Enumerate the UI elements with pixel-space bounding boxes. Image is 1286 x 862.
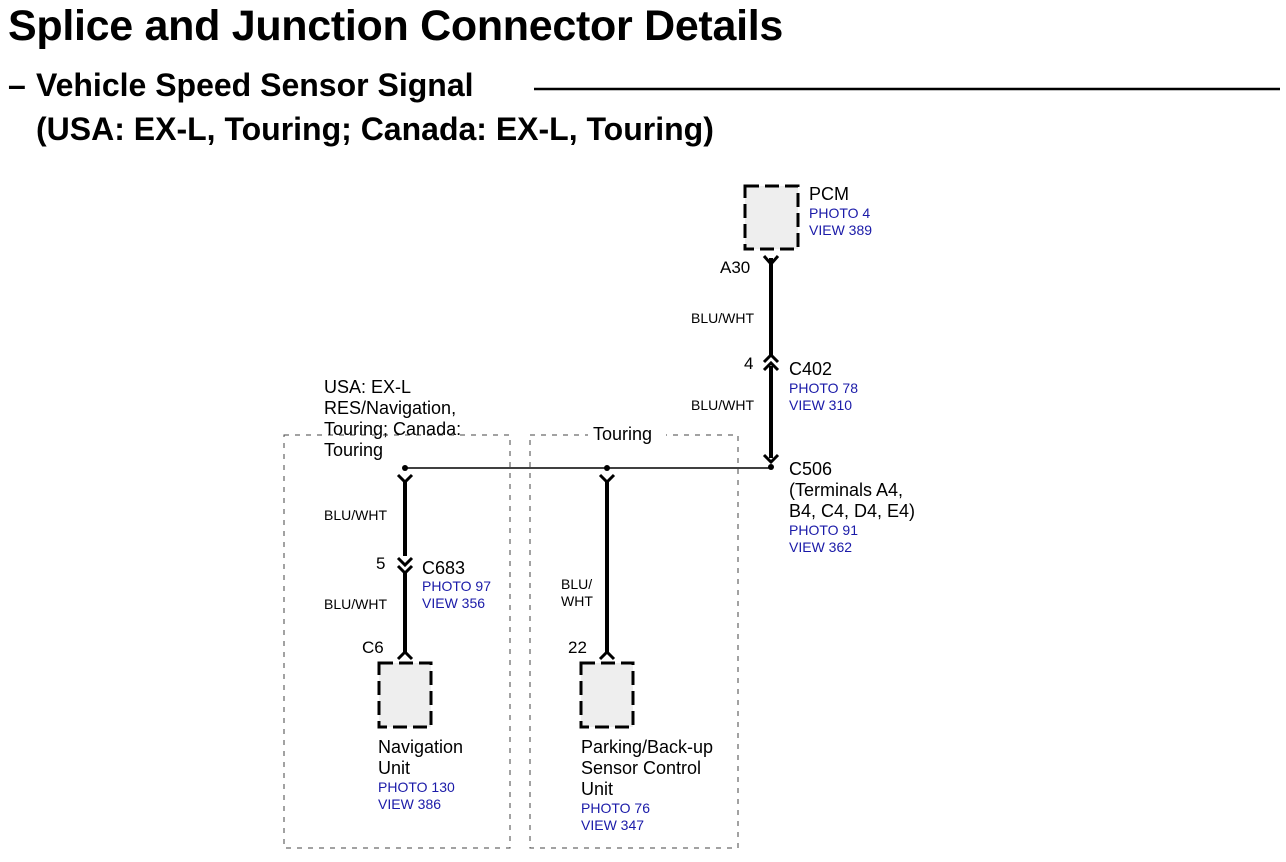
c402-view-ref[interactable]: VIEW 310 bbox=[789, 397, 852, 413]
c402-pin-label: 4 bbox=[744, 354, 753, 373]
wire-label-pcm-c402: BLU/WHT bbox=[691, 310, 754, 326]
touring-label-bg bbox=[588, 424, 666, 446]
park-unit-label-line-2: Sensor Control bbox=[581, 758, 701, 778]
nav-unit-photo-ref[interactable]: PHOTO 130 bbox=[378, 779, 455, 795]
page-title: Splice and Junction Connector Details bbox=[8, 2, 783, 50]
pcm-pin-label: A30 bbox=[720, 258, 750, 277]
nav-group-label-line-2: RES/Navigation, bbox=[324, 398, 456, 418]
park-unit-photo-ref[interactable]: PHOTO 76 bbox=[581, 800, 650, 816]
splice-point-nav bbox=[402, 465, 408, 471]
nav-unit-label-line-1: Navigation bbox=[378, 737, 463, 757]
park-unit-label-line-1: Parking/Back-up bbox=[581, 737, 713, 757]
wire-label-park-line-1: BLU/ bbox=[561, 576, 592, 592]
pin-22-connector bbox=[598, 649, 616, 661]
navigation-unit-box bbox=[377, 661, 433, 729]
c683-pin-label: 5 bbox=[376, 554, 385, 573]
c506-terminals-line-1: (Terminals A4, bbox=[789, 480, 903, 500]
wire-label-park-line-2: WHT bbox=[561, 593, 593, 609]
wire-label-c402-c506: BLU/WHT bbox=[691, 397, 754, 413]
pcm-photo-ref[interactable]: PHOTO 4 bbox=[809, 205, 870, 221]
wire-label-c683-nav: BLU/WHT bbox=[324, 596, 387, 612]
park-unit-label-line-3: Unit bbox=[581, 779, 613, 799]
splice-point-c506 bbox=[768, 464, 774, 470]
c506-view-ref[interactable]: VIEW 362 bbox=[789, 539, 852, 555]
c402-photo-ref[interactable]: PHOTO 78 bbox=[789, 380, 858, 396]
c683-connector-top bbox=[396, 556, 414, 568]
subtitle-dash: – bbox=[8, 67, 26, 103]
nav-group-label-line-1: USA: EX-L bbox=[324, 377, 411, 397]
park-unit-view-ref[interactable]: VIEW 347 bbox=[581, 817, 644, 833]
nav-group-label-line-3: Touring; Canada: bbox=[324, 419, 461, 439]
nav-unit-label-line-2: Unit bbox=[378, 758, 410, 778]
c506-connector bbox=[762, 453, 780, 465]
pin-c6-connector bbox=[396, 649, 414, 661]
parking-unit-box bbox=[579, 661, 635, 729]
touring-group-label: Touring bbox=[593, 424, 652, 444]
subtitle-line-1: Vehicle Speed Sensor Signal bbox=[36, 67, 474, 103]
pcm-box bbox=[743, 184, 800, 251]
c683-photo-ref[interactable]: PHOTO 97 bbox=[422, 578, 491, 594]
c402-label: C402 bbox=[789, 359, 832, 379]
pin-a30-connector bbox=[762, 255, 780, 267]
nav-group-label-line-4: Touring bbox=[324, 440, 383, 460]
group-box-navigation bbox=[283, 434, 511, 849]
splice-point-park bbox=[604, 465, 610, 471]
pcm-view-ref[interactable]: VIEW 389 bbox=[809, 222, 872, 238]
nav-unit-pin-label: C6 bbox=[362, 638, 384, 657]
pcm-label: PCM bbox=[809, 184, 849, 204]
c683-label: C683 bbox=[422, 558, 465, 578]
c402-connector-bottom bbox=[762, 360, 780, 372]
nav-unit-view-ref[interactable]: VIEW 386 bbox=[378, 796, 441, 812]
c683-view-ref[interactable]: VIEW 356 bbox=[422, 595, 485, 611]
group-box-touring bbox=[529, 434, 739, 849]
c506-terminals-line-2: B4, C4, D4, E4) bbox=[789, 501, 915, 521]
park-unit-pin-label: 22 bbox=[568, 638, 587, 657]
c506-label: C506 bbox=[789, 459, 832, 479]
subtitle-line-2: (USA: EX-L, Touring; Canada: EX-L, Touri… bbox=[36, 111, 714, 147]
c506-photo-ref[interactable]: PHOTO 91 bbox=[789, 522, 858, 538]
c402-connector-top bbox=[762, 352, 780, 364]
wire-label-splice-c683: BLU/WHT bbox=[324, 507, 387, 523]
